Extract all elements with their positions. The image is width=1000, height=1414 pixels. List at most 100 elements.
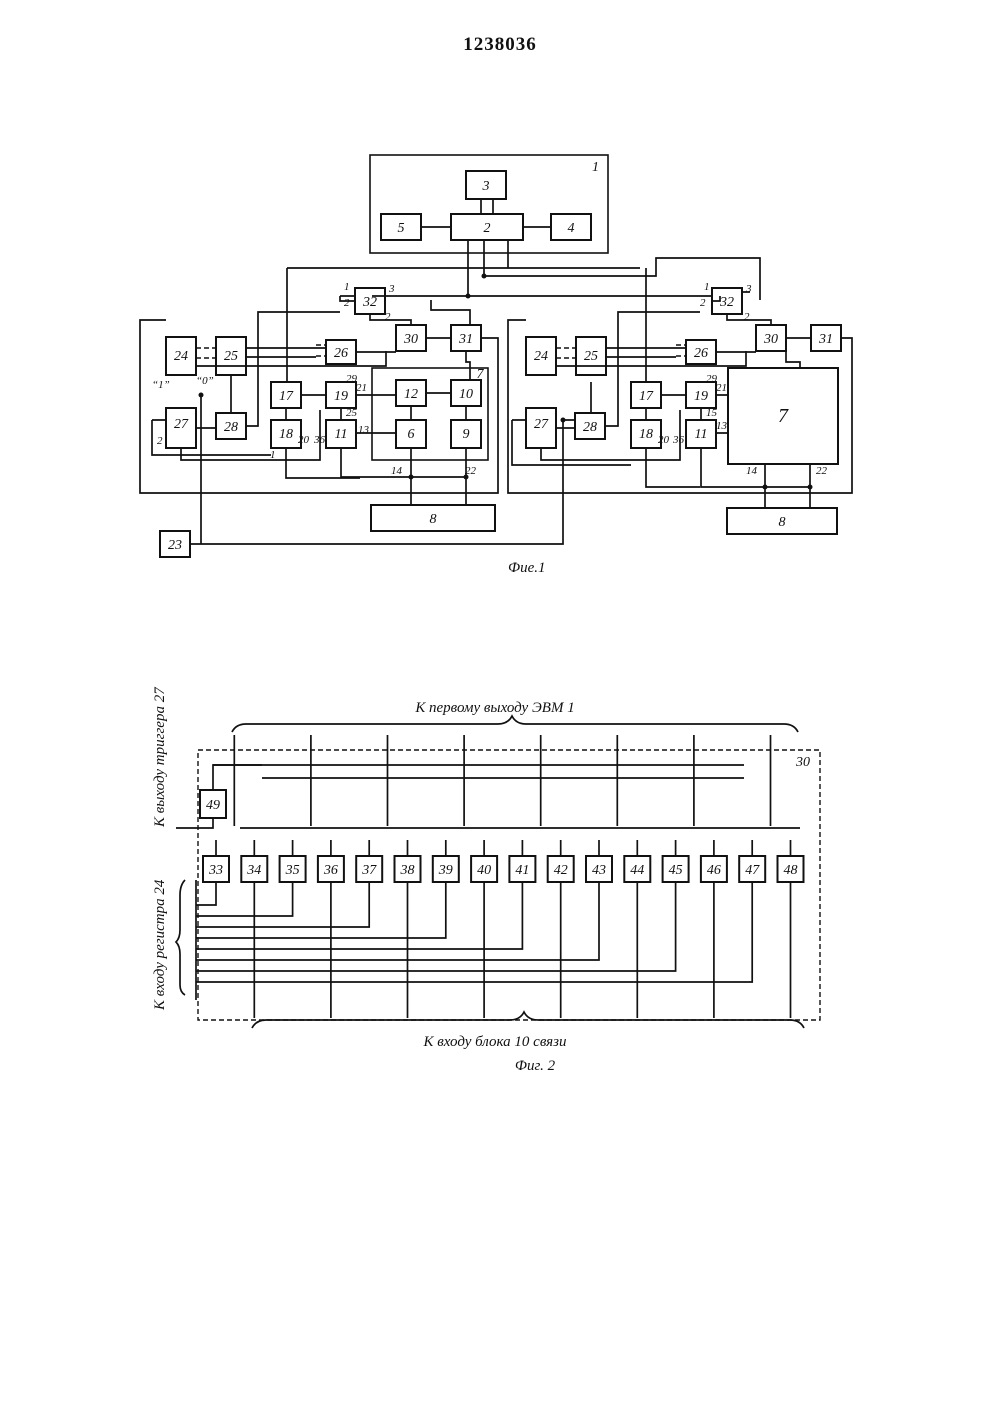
svg-text:14: 14 <box>391 465 403 477</box>
svg-text:31: 31 <box>458 332 473 347</box>
block-7-right: 7 <box>728 368 838 464</box>
svg-text:“0”: “0” <box>196 375 214 387</box>
svg-text:13: 13 <box>358 424 370 436</box>
svg-text:27: 27 <box>174 417 189 432</box>
svg-text:22: 22 <box>816 465 828 477</box>
svg-text:14: 14 <box>746 465 758 477</box>
svg-text:17: 17 <box>639 389 654 404</box>
svg-text:3: 3 <box>482 179 490 194</box>
gate-label: 37 <box>361 863 377 878</box>
svg-text:11: 11 <box>695 427 708 442</box>
figure-2: К первому выходу ЭВМ 1 30 49 К выходу тр… <box>152 686 820 1074</box>
svg-text:5: 5 <box>398 221 405 236</box>
svg-text:17: 17 <box>279 389 294 404</box>
block-5: 5 <box>381 214 421 240</box>
block-9-left: 9 <box>451 420 481 448</box>
gate-40: 40 <box>471 856 497 882</box>
block-30-right: 30 <box>756 325 786 351</box>
gate-label: 44 <box>630 863 644 878</box>
left-label-register: К входу регистра 24 <box>152 879 168 1011</box>
svg-text:2: 2 <box>157 435 163 447</box>
svg-text:26: 26 <box>334 346 348 361</box>
block-31-left: 31 <box>451 325 481 351</box>
bottom-label: К входу блока 10 связи <box>423 1034 567 1050</box>
gate-44: 44 <box>624 856 650 882</box>
frame-30 <box>198 750 820 1020</box>
svg-text:24: 24 <box>174 349 188 364</box>
gate-label: 39 <box>438 863 453 878</box>
svg-text:19: 19 <box>694 389 708 404</box>
gate-42: 42 <box>548 856 574 882</box>
svg-text:3: 3 <box>745 283 752 295</box>
svg-text:23: 23 <box>168 538 182 553</box>
block-17-left: 17 <box>271 382 301 408</box>
figure-2-caption: Фиг. 2 <box>515 1058 556 1074</box>
svg-text:26: 26 <box>694 346 708 361</box>
svg-text:28: 28 <box>583 420 597 435</box>
svg-text:29: 29 <box>706 373 718 385</box>
trigger-block-49: 49 <box>200 790 226 818</box>
block-26-right: 26 <box>686 340 716 364</box>
svg-text:29: 29 <box>346 373 358 385</box>
gate-36: 36 <box>318 856 344 882</box>
svg-text:9: 9 <box>463 427 470 442</box>
block-19-left: 19 <box>326 382 356 408</box>
svg-text:2: 2 <box>344 297 350 309</box>
gate-39: 39 <box>433 856 459 882</box>
svg-text:15: 15 <box>706 407 718 419</box>
gate-35: 35 <box>280 856 306 882</box>
top-label: К первому выходу ЭВМ 1 <box>414 700 574 716</box>
svg-text:30: 30 <box>403 332 418 347</box>
left-brace <box>176 880 185 995</box>
trigger-distribution <box>213 765 744 778</box>
svg-text:2: 2 <box>744 311 750 323</box>
frame-label-1: 1 <box>592 160 599 175</box>
figure-1-caption: Фие.1 <box>508 560 545 576</box>
svg-text:10: 10 <box>459 387 473 402</box>
gate-label: 43 <box>592 863 606 878</box>
svg-text:25: 25 <box>224 349 238 364</box>
block-18-right: 18 <box>631 420 661 448</box>
gate-48: 48 <box>778 856 804 882</box>
block-28-left: 28 <box>216 413 246 439</box>
gate-33: 33 <box>203 856 229 882</box>
gate-43: 43 <box>586 856 612 882</box>
block-27-right: 27 <box>526 408 556 448</box>
block-24-left: 24 <box>166 337 196 375</box>
block-27-left: 27 <box>166 408 196 448</box>
svg-text:25: 25 <box>584 349 598 364</box>
block-4: 4 <box>551 214 591 240</box>
gate-label: 36 <box>323 863 338 878</box>
block-28-right: 28 <box>575 413 605 439</box>
block-10-left: 10 <box>451 380 481 406</box>
frame-30-label: 30 <box>795 755 810 770</box>
block-32-left: 32 <box>355 288 385 314</box>
svg-text:18: 18 <box>279 427 293 442</box>
svg-text:30: 30 <box>763 332 778 347</box>
svg-text:21: 21 <box>356 382 367 394</box>
svg-text:12: 12 <box>404 387 418 402</box>
gate-label: 47 <box>745 863 760 878</box>
svg-text:49: 49 <box>206 798 220 813</box>
gate-label: 34 <box>246 863 261 878</box>
gate-34: 34 <box>241 856 267 882</box>
block-24-right: 24 <box>526 337 556 375</box>
gate-label: 45 <box>669 863 683 878</box>
gate-label: 46 <box>707 863 721 878</box>
block-12-left: 12 <box>396 380 426 406</box>
svg-text:8: 8 <box>779 515 786 530</box>
gate-38: 38 <box>395 856 421 882</box>
block-23: 23 <box>160 531 190 557</box>
gate-label: 42 <box>554 863 568 878</box>
block-3: 3 <box>466 171 506 199</box>
svg-text:1: 1 <box>270 449 276 461</box>
gate-45: 45 <box>663 856 689 882</box>
block-25-right: 25 <box>576 337 606 375</box>
gate-47: 47 <box>739 856 765 882</box>
block-6-left: 6 <box>396 420 426 448</box>
svg-text:1: 1 <box>344 281 350 293</box>
gate-label: 41 <box>515 863 529 878</box>
top-brace <box>232 716 798 732</box>
gate-41: 41 <box>509 856 535 882</box>
